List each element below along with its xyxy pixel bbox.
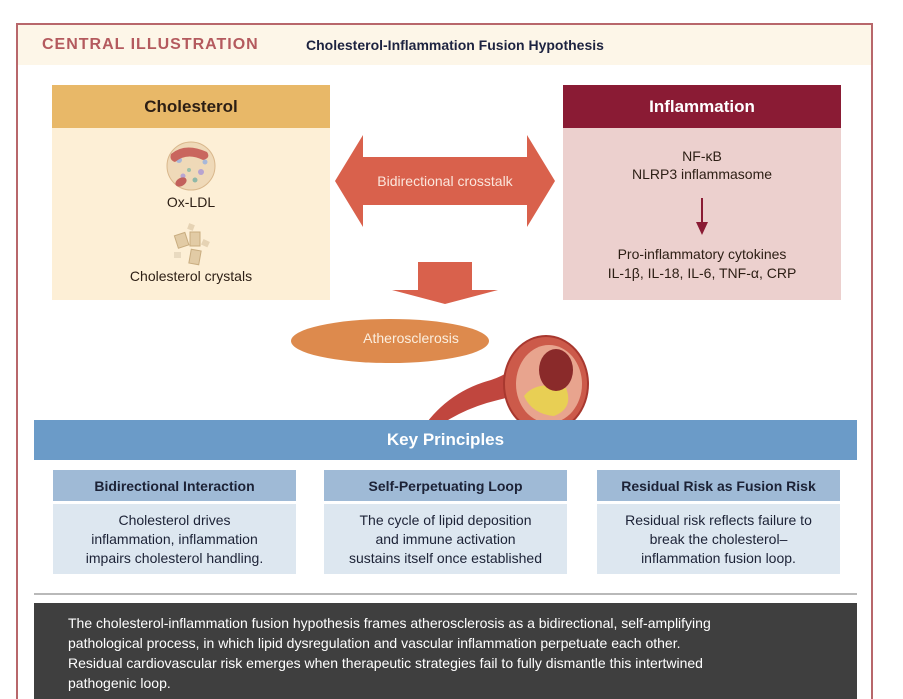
divider <box>34 593 857 595</box>
page-title: Cholesterol-Inflammation Fusion Hypothes… <box>306 37 604 53</box>
key-principles-title: Key Principles <box>34 420 857 460</box>
summary-line: The cholesterol-inflammation fusion hypo… <box>68 615 711 631</box>
inflammation-title: Inflammation <box>563 85 841 128</box>
summary-line: Residual cardiovascular risk emerges whe… <box>68 655 703 671</box>
principle-card-body: Residual risk reflects failure to break … <box>597 504 840 574</box>
principle-card-residual-risk: Residual Risk as Fusion Risk Residual ri… <box>597 470 840 574</box>
artery-plaque-icon <box>420 335 589 436</box>
atherosclerosis-label: Atherosclerosis <box>363 330 459 346</box>
oxldl-particle-icon <box>166 141 216 191</box>
summary-line: pathological process, in which lipid dys… <box>68 635 681 651</box>
principle-card-body: Cholesterol drives inflammation, inflamm… <box>53 504 296 574</box>
atherosclerosis-ellipse <box>291 319 489 363</box>
crosstalk-label: Bidirectional crosstalk <box>377 173 513 189</box>
down-arrow-icon <box>392 262 498 304</box>
nlrp3-label: NLRP3 inflammasome <box>631 166 773 182</box>
summary-line: pathogenic loop. <box>68 675 171 691</box>
arrow-down-icon <box>696 198 708 235</box>
principle-line: Cholesterol drives <box>118 511 231 528</box>
principle-card-title: Residual Risk as Fusion Risk <box>597 470 840 501</box>
oxldl-label: Ox-LDL <box>166 194 216 210</box>
central-illustration-frame: CENTRAL ILLUSTRATION Cholesterol-Inflamm… <box>16 23 873 699</box>
header-label: CENTRAL ILLUSTRATION <box>42 36 259 53</box>
header-band: CENTRAL ILLUSTRATION Cholesterol-Inflamm… <box>18 25 871 65</box>
principle-line: break the cholesterol– <box>649 530 788 547</box>
cholesterol-crystals-icon <box>173 223 210 266</box>
crystals-label: Cholesterol crystals <box>129 268 253 284</box>
principle-line: and immune activation <box>375 530 516 547</box>
principle-card-title: Self-Perpetuating Loop <box>324 470 567 501</box>
cytokines-label: Pro-inflammatory cytokines <box>617 246 787 262</box>
principle-line: inflammation fusion loop. <box>641 549 796 566</box>
inflammation-panel: Inflammation NF-κB NLRP3 inflammasome Pr… <box>563 85 841 300</box>
principle-card-body: The cycle of lipid deposition and immune… <box>324 504 567 574</box>
summary-box: The cholesterol-inflammation fusion hypo… <box>34 603 857 699</box>
bidirectional-arrow-icon <box>335 135 555 227</box>
principle-card-bidirectional: Bidirectional Interaction Cholesterol dr… <box>53 470 296 574</box>
cytokines-list: IL-1β, IL-18, IL-6, TNF-α, CRP <box>607 265 797 281</box>
principle-line: inflammation, inflammation <box>91 530 258 547</box>
nfkb-label: NF-κB <box>682 148 722 164</box>
cholesterol-panel: Cholesterol Ox-LDL C <box>52 85 330 300</box>
principle-card-loop: Self-Perpetuating Loop The cycle of lipi… <box>324 470 567 574</box>
principle-line: The cycle of lipid deposition <box>359 511 532 528</box>
principle-line: Residual risk reflects failure to <box>625 511 812 528</box>
principle-card-title: Bidirectional Interaction <box>53 470 296 501</box>
cholesterol-title: Cholesterol <box>52 85 330 128</box>
principle-line: sustains itself once established <box>349 549 542 566</box>
principle-line: impairs cholesterol handling. <box>85 549 264 566</box>
